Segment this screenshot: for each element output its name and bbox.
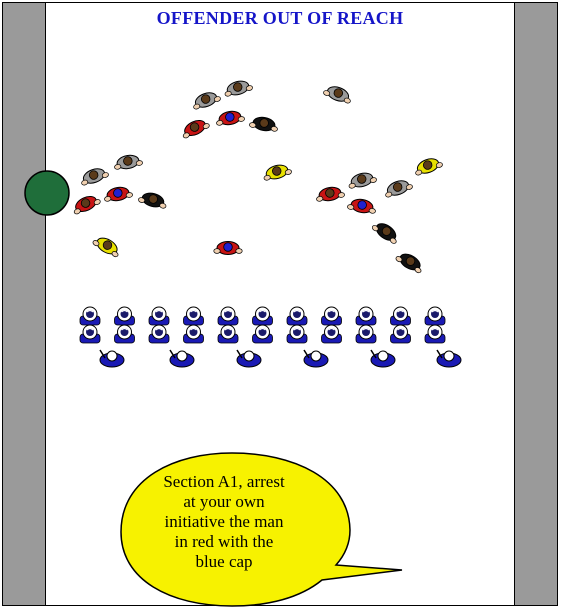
person-top-view-icon [347,170,378,190]
person-top-view-icon [103,185,133,203]
person-top-view-icon [138,190,169,210]
officer-formation [80,307,461,367]
riot-officer-with-shield-icon [425,325,445,343]
person-top-view-icon [382,177,413,199]
person-top-view-icon [91,233,122,258]
riot-officer-with-shield-icon [237,350,261,367]
person-top-view-icon [215,109,245,127]
person-top-view-icon [179,116,210,140]
person-top-view-icon [70,192,101,216]
riot-officer-with-shield-icon [287,307,307,325]
speech-bubble-text: Section A1, arrest at your own initiativ… [124,472,324,572]
riot-officer-with-shield-icon [218,307,238,325]
riot-officer-with-shield-icon [149,307,169,325]
person-top-view-icon [190,89,221,111]
person-top-view-icon [322,83,353,105]
bubble-line: blue cap [124,552,324,572]
riot-officer-with-shield-icon [425,307,445,325]
crowd-group [70,78,443,275]
riot-officer-with-shield-icon [287,325,307,343]
person-top-view-icon [113,153,143,171]
riot-officer-with-shield-icon [218,325,238,343]
person-top-view-icon [347,197,377,215]
riot-officer-with-shield-icon [184,307,204,325]
riot-officer-with-shield-icon [115,307,135,325]
riot-officer-with-shield-icon [253,325,273,343]
bubble-line: at your own [124,492,324,512]
riot-officer-with-shield-icon [115,325,135,343]
person-top-view-icon [249,115,279,133]
riot-officer-with-shield-icon [170,350,194,367]
riot-officer-with-shield-icon [322,325,342,343]
riot-officer-with-shield-icon [80,325,100,343]
riot-officer-with-shield-icon [391,325,411,343]
bubble-line: initiative the man [124,512,324,532]
riot-officer-with-shield-icon [149,325,169,343]
person-top-view-icon [394,249,425,274]
riot-officer-with-shield-icon [391,307,411,325]
bubble-line: in red with the [124,532,324,552]
riot-officer-with-shield-icon [304,350,328,367]
riot-officer-with-shield-icon [322,307,342,325]
riot-officer-with-shield-icon [356,307,376,325]
riot-officer-with-shield-icon [356,325,376,343]
person-top-view-icon [78,165,109,187]
green-circle-marker-icon [25,171,69,215]
bubble-line: Section A1, arrest [124,472,324,492]
riot-officer-with-shield-icon [80,307,100,325]
riot-officer-with-shield-icon [437,350,461,367]
person-top-view-icon [412,155,443,177]
person-top-view-icon [262,162,293,182]
riot-officer-with-shield-icon [184,325,204,343]
person-top-view-icon [371,219,402,246]
person-top-view-icon [214,242,242,255]
riot-officer-with-shield-icon [371,350,395,367]
person-top-view-icon [223,78,254,98]
person-top-view-icon [315,185,345,203]
riot-officer-with-shield-icon [100,350,124,367]
riot-officer-with-shield-icon [253,307,273,325]
